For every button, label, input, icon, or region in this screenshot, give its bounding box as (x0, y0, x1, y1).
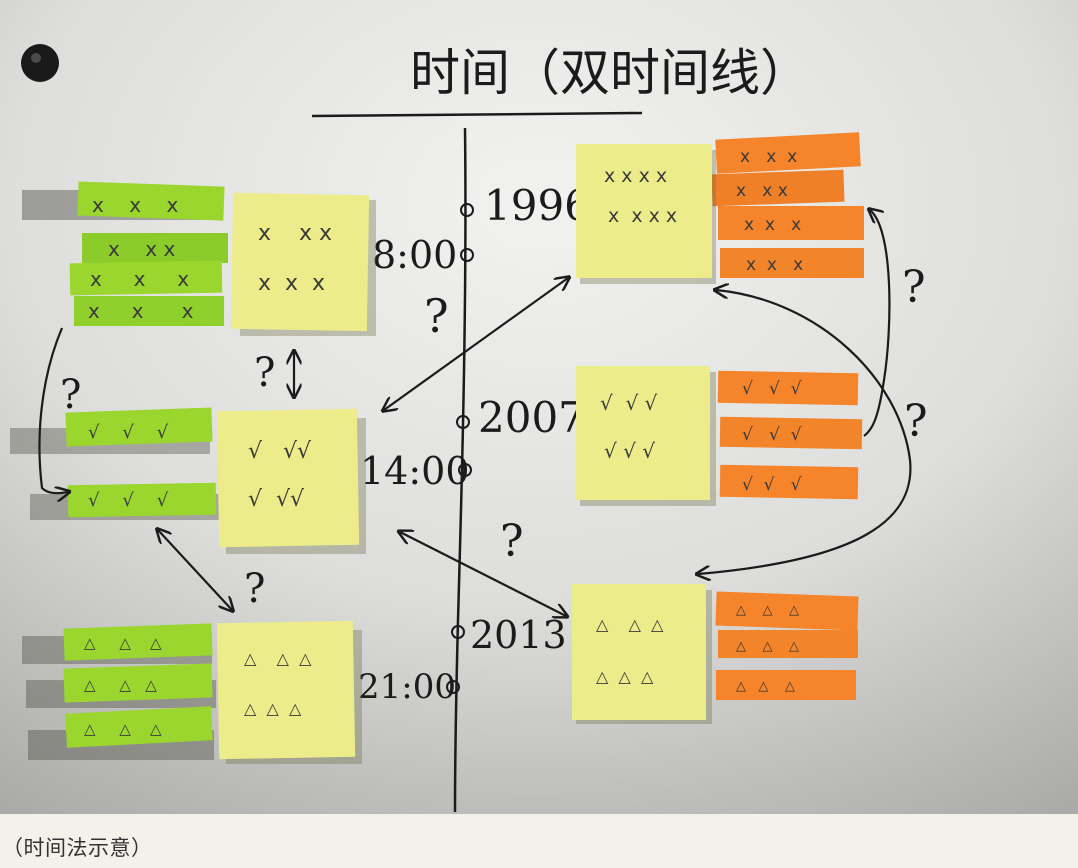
image-caption: （时间法示意） (2, 836, 153, 860)
svg-text:x x x: x x x (92, 193, 179, 217)
svg-text:x x x: x x x (90, 267, 189, 291)
question-mark-5: ? (500, 516, 524, 567)
svg-text:x x x: x x x (108, 237, 175, 261)
svg-text:x x x x: x x x x (604, 165, 667, 187)
svg-text:x x x: x x x (736, 181, 788, 201)
svg-text:△ △ △: △ △ △ (244, 649, 312, 668)
question-mark-6: ? (902, 262, 926, 313)
yellow-note-0800: x x x x x x (230, 192, 376, 336)
relation-arrows (38, 210, 912, 616)
svg-text:√ √ √: √ √ √ (88, 490, 169, 511)
orange-strip-group-top: x x x x x x x x x x x x (711, 132, 864, 278)
svg-text:x x x: x x x (740, 147, 797, 167)
svg-text:x x x: x x x (88, 299, 194, 323)
green-strip-group-top: x x x x x x x x x x x x (22, 181, 228, 326)
yellow-note-2007: √ √ √ √ √ √ (576, 366, 716, 506)
svg-text:△ △ △: △ △ △ (736, 603, 799, 618)
svg-text:x x x x: x x x x (608, 205, 677, 227)
svg-text:△ △ △: △ △ △ (84, 720, 162, 738)
svg-text:√ √ √: √ √ √ (742, 425, 802, 445)
svg-text:x x x: x x x (746, 255, 803, 275)
svg-text:x x x: x x x (258, 221, 332, 246)
year-label-2013: 2013 (470, 613, 567, 657)
orange-strip-group-bottom: △ △ △ △ △ △ △ △ △ (715, 591, 859, 700)
orange-strip-group-middle: √ √ √ √ √ √ √ √ √ (717, 370, 863, 500)
year-label-2007: 2007 (478, 393, 585, 442)
svg-text:x x x: x x x (258, 271, 325, 296)
question-mark-2: ? (254, 350, 275, 396)
yellow-note-1996: x x x x x x x x (576, 144, 716, 284)
green-strip-group-middle: √ √ √ √ √ √ (10, 407, 220, 520)
svg-text:√ √√: √ √√ (248, 487, 305, 512)
svg-text:√ √√: √ √√ (248, 439, 312, 464)
svg-text:△ △ △: △ △ △ (596, 615, 664, 634)
svg-text:√ √ √: √ √ √ (604, 439, 655, 463)
board-title: 时间（双时间线） (410, 44, 810, 102)
svg-text:△ △ △: △ △ △ (84, 634, 162, 652)
magnet-icon (21, 44, 59, 82)
svg-text:√ √ √: √ √ √ (742, 475, 802, 495)
svg-text:x x x: x x x (744, 215, 801, 235)
svg-text:△ △ △: △ △ △ (84, 676, 157, 694)
svg-text:△ △ △: △ △ △ (736, 639, 799, 654)
svg-text:√ √ √: √ √ √ (742, 379, 802, 399)
green-strip-group-bottom: △ △ △ △ △ △ △ △ △ (22, 623, 216, 760)
question-mark-1: ? (424, 289, 449, 343)
time-label-0800: 8:00 (372, 233, 457, 277)
yellow-note-2100: △ △ △ △ △ △ (216, 620, 362, 764)
yellow-note-2013: △ △ △ △ △ △ (572, 584, 712, 724)
svg-text:△ △ △: △ △ △ (244, 699, 302, 718)
svg-text:√ √ √: √ √ √ (88, 422, 169, 443)
svg-text:△ △ △: △ △ △ (596, 667, 654, 686)
question-mark-4: ? (244, 566, 265, 612)
question-mark-7: ? (904, 396, 928, 447)
title-underline (311, 111, 643, 118)
question-mark-3: ? (60, 372, 81, 418)
year-label-1996: 1996 (484, 181, 591, 230)
svg-text:√ √ √: √ √ √ (600, 391, 658, 415)
svg-text:△ △ △: △ △ △ (736, 679, 795, 694)
whiteboard-photo: 时间（双时间线） 8:00 14:00 21:00 1996 2007 2013… (0, 0, 1078, 814)
time-label-1400: 14:00 (360, 449, 470, 493)
time-label-2100: 21:00 (358, 667, 456, 707)
yellow-note-1400: √ √√ √ √√ (216, 408, 366, 554)
